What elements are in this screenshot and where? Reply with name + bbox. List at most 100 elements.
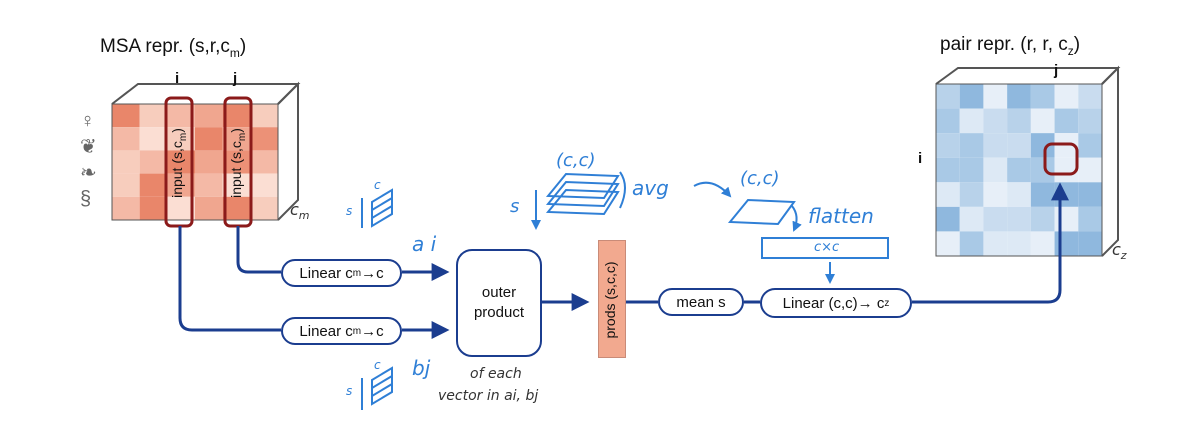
linear-top-main: Linear c [299, 264, 353, 282]
heatmap-cell [936, 108, 960, 134]
small-stack-bottom-icon [371, 366, 393, 406]
heatmap-cell [139, 196, 168, 220]
pair-row-i-label: i [918, 150, 923, 167]
msa-depth-label: cm [290, 200, 310, 222]
heatmap-cell [959, 231, 984, 256]
heatmap-cell [112, 104, 140, 128]
heatmap-cell [1007, 206, 1031, 232]
annotation-cxc: c×c [814, 240, 840, 255]
msa-block [111, 81, 301, 228]
heatmap-cell [1030, 84, 1055, 109]
msa-top-face [111, 83, 301, 105]
linear-bottom-tail: →c [361, 322, 384, 340]
pair-front-face [935, 83, 1103, 257]
heatmap-cell [222, 127, 251, 151]
heatmap-cell [983, 206, 1008, 232]
sheet-middle [545, 180, 620, 208]
heatmap-cell [112, 196, 140, 220]
avg-arrow [693, 181, 732, 198]
heatmap-cell [1030, 133, 1055, 158]
annotation-ai: a i [412, 232, 437, 256]
pair-depth-label: cz [1112, 240, 1127, 262]
arrow-linear-final-to-pair [912, 182, 1069, 304]
heatmap-cell [112, 127, 140, 151]
heatmap-cell [167, 173, 195, 197]
heatmap-cell [1007, 182, 1031, 207]
annotation-small-c-bottom: c [374, 358, 381, 372]
heatmap-cell [167, 196, 195, 220]
heatmap-cell [936, 133, 960, 158]
heatmap-cell [1078, 108, 1102, 134]
heatmap-cell [139, 127, 168, 151]
pair-cell-highlight [1043, 142, 1079, 176]
heatmap-cell [139, 173, 168, 197]
msa-depth-main: c [290, 200, 299, 219]
input-j-main: input (s,c [228, 141, 244, 198]
heatmap-cell [195, 173, 223, 197]
heatmap-cell [112, 173, 140, 197]
heatmap-cell [1078, 157, 1102, 183]
heatmap-cell [983, 108, 1008, 134]
heatmap-cell [936, 157, 960, 183]
pair-block [935, 65, 1121, 257]
heatmap-cell [1007, 157, 1031, 183]
worm-icon: § [80, 188, 92, 210]
heatmap-cell [250, 104, 278, 128]
pair-depth-main: c [1112, 240, 1121, 259]
avg-brace [619, 171, 626, 209]
heatmap-cell [1078, 182, 1102, 207]
outer-product-node: outer product [456, 249, 542, 357]
outer-product-label: outer product [473, 284, 525, 321]
heatmap-cell [936, 206, 960, 232]
pair-title-close: ) [1073, 34, 1081, 55]
annotation-cc-top: (c,c) [556, 150, 596, 171]
linear-top-sub: m [352, 267, 362, 279]
msa-depth-sub: m [298, 209, 310, 223]
heatmap-cell [983, 157, 1008, 183]
heatmap-cell [195, 127, 223, 151]
mean-node: mean s [658, 288, 744, 316]
pair-title-sub: z [1067, 43, 1074, 58]
heatmap-cell [1078, 231, 1102, 256]
heatmap-cell [1030, 157, 1055, 183]
linear-top-tail: →c [361, 264, 384, 282]
msa-input-j-label: input (s,cm) [228, 101, 248, 225]
heatmap-cell [195, 150, 223, 174]
msa-title-main: MSA repr. (s,r,c [100, 36, 230, 57]
heatmap-cell [936, 84, 960, 109]
arrow-i-to-linear-bottom [178, 226, 281, 332]
heatmap-cell [167, 127, 195, 151]
small-stack-top-icon [371, 188, 393, 228]
heatmap-cell [1078, 206, 1102, 232]
annotation-small-s-top: s [346, 204, 353, 218]
heatmap-cell [936, 231, 960, 256]
heatmap-cell [222, 104, 251, 128]
heatmap-cell [195, 104, 223, 128]
flatten-bar [761, 237, 889, 259]
heatmap-cell [250, 196, 278, 220]
heatmap-cell [936, 182, 960, 207]
heatmap-cell [222, 196, 251, 220]
heatmap-cell [1007, 133, 1031, 158]
heatmap-cell [959, 84, 984, 109]
heatmap-cell [250, 127, 278, 151]
heatmap-cell [1054, 231, 1079, 256]
heatmap-cell [1030, 231, 1055, 256]
heatmap-cell [167, 150, 195, 174]
heatmap-cell [1030, 206, 1055, 232]
heatmap-cell [983, 133, 1008, 158]
annotation-s-stack: s [510, 196, 520, 217]
annotation-sketches [361, 171, 889, 410]
heatmap-cell [112, 150, 140, 174]
fish-icon: ❧ [80, 162, 97, 184]
pair-title: pair repr. (r, r, cz) [940, 34, 1080, 58]
annotation-bj: bj [412, 356, 431, 380]
heatmap-cell [1054, 108, 1079, 134]
input-j-close: ) [228, 128, 244, 133]
arrow-j-to-linear-top [236, 226, 281, 274]
heatmap-cell [250, 173, 278, 197]
